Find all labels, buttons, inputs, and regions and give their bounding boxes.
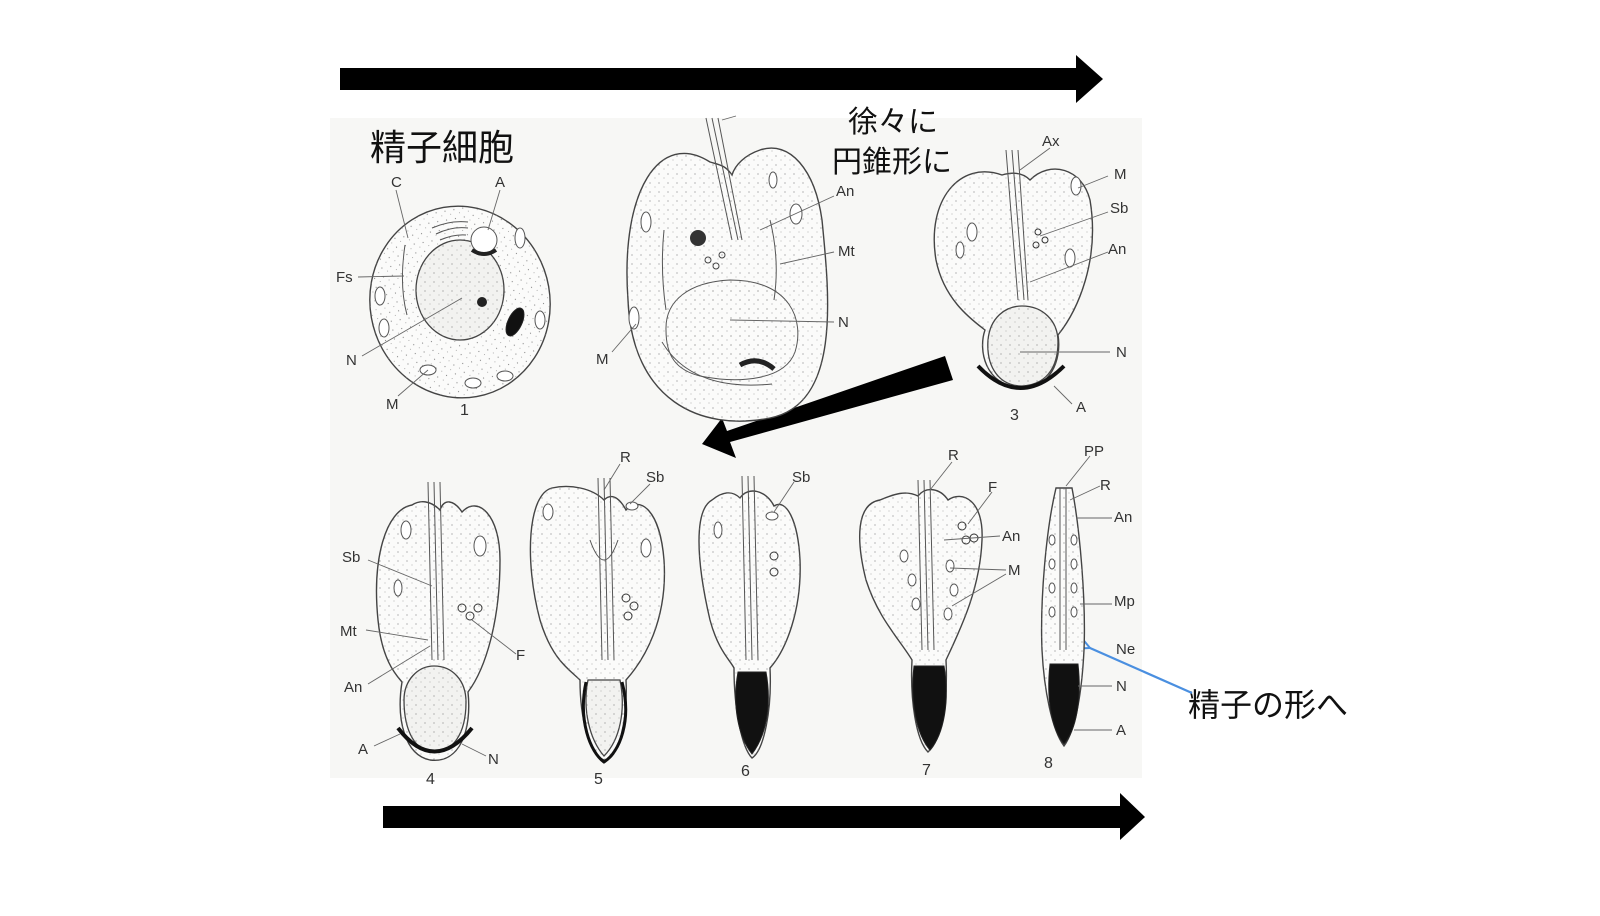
- stage-4-label-Sb: Sb: [342, 549, 360, 566]
- stage-8-label-Ne: Ne: [1116, 641, 1135, 658]
- stage-1-label-Fs: Fs: [336, 269, 353, 286]
- stage-3-label-An: An: [1108, 241, 1126, 258]
- stage-7-label-M: M: [1008, 562, 1021, 579]
- stage-4-label-N: N: [488, 751, 499, 768]
- stage-8-label-Mp: Mp: [1114, 593, 1135, 610]
- stage-3-label-Sb: Sb: [1110, 200, 1128, 217]
- stage-7-number: 7: [922, 762, 931, 779]
- stage-2-label-N: N: [838, 314, 849, 331]
- bottom-arrow: [383, 793, 1145, 840]
- stage-4-label-An: An: [344, 679, 362, 696]
- stage-5-label-R: R: [620, 449, 631, 466]
- stage-5-cell: [529, 463, 666, 764]
- stage-4-number: 4: [426, 771, 435, 788]
- stage-1-label-A: A: [495, 174, 505, 191]
- stage-8-label-N: N: [1116, 678, 1127, 695]
- to-sperm-annotation: 精子の形へ: [1188, 686, 1348, 724]
- stage-8-number: 8: [1044, 755, 1053, 772]
- stage-1-cell: [357, 189, 551, 399]
- stage-7-label-An: An: [1002, 528, 1020, 545]
- stage-3-label-N: N: [1116, 344, 1127, 361]
- stage-5-label-Sb: Sb: [646, 469, 664, 486]
- stage-8-label-PP: PP: [1084, 443, 1104, 460]
- stage-1-label-M: M: [386, 396, 399, 413]
- stage-4-label-F: F: [516, 647, 525, 664]
- top-arrow: [340, 55, 1103, 103]
- gradually-annotation-line1: 徐々に: [848, 105, 938, 140]
- stage-1-label-N: N: [346, 352, 357, 369]
- stage-2-label-Mt: Mt: [838, 243, 855, 260]
- spermatid-annotation: 精子細胞: [370, 128, 514, 169]
- stage-4-cell: [365, 481, 517, 761]
- stage-7-label-F: F: [988, 479, 997, 496]
- stage-3-label-Ax: Ax: [1042, 133, 1060, 150]
- stage-6-label-Sb: Sb: [792, 469, 810, 486]
- stage-6-number: 6: [741, 763, 750, 780]
- stage-1-number: 1: [460, 402, 469, 419]
- stage-6-cell: [698, 475, 801, 759]
- stage-8-label-A: A: [1116, 722, 1126, 739]
- stage-2-cell: [611, 115, 835, 422]
- stage-7-cell: [859, 461, 1007, 753]
- stage-8-label-R: R: [1100, 477, 1111, 494]
- blue-pointer-arrow: [1090, 648, 1193, 695]
- stage-1-label-C: C: [391, 174, 402, 191]
- stage-3-number: 3: [1010, 407, 1019, 424]
- stage-8-label-An: An: [1114, 509, 1132, 526]
- diagonal-arrow: [702, 356, 953, 458]
- stage-3-label-M: M: [1114, 166, 1127, 183]
- stage-7-label-R: R: [948, 447, 959, 464]
- stage-4-label-A: A: [358, 741, 368, 758]
- stage-2-label-M: M: [596, 351, 609, 368]
- stage-3-cell: [933, 147, 1110, 405]
- stage-8-cell: [1040, 455, 1112, 748]
- stage-4-label-Mt: Mt: [340, 623, 357, 640]
- stage-2-label-An: An: [836, 183, 854, 200]
- gradually-annotation-line2: 円錐形に: [832, 145, 952, 180]
- stage-5-number: 5: [594, 771, 603, 788]
- stage-3-label-A: A: [1076, 399, 1086, 416]
